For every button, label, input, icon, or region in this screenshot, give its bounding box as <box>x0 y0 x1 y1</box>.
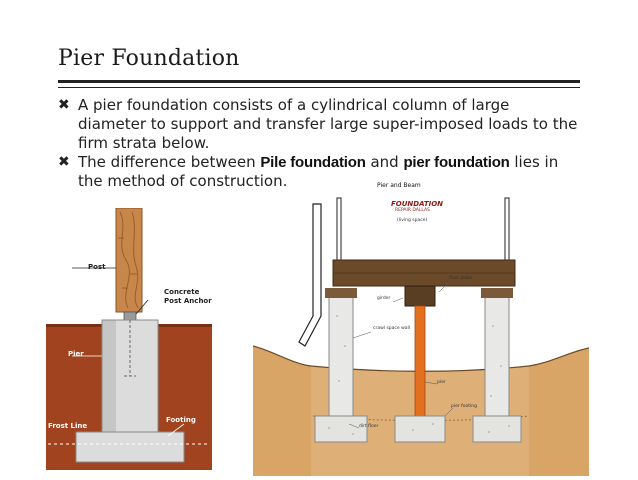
footing-center <box>394 415 446 443</box>
label-frost-line: Frost Line <box>48 422 88 430</box>
logo-name: FOUNDATION <box>391 200 444 208</box>
bullet-item: ✖ A pier foundation consists of a cylind… <box>58 96 578 153</box>
label-pier: Pier <box>68 350 84 358</box>
footing-slab <box>75 431 185 463</box>
pier-post <box>414 305 426 417</box>
ground-soil <box>253 346 313 476</box>
title-rule-thick <box>58 80 580 83</box>
diagram-title: Pier and Beam <box>377 182 421 189</box>
bullet-text: The difference between <box>78 153 261 171</box>
wood-grain <box>118 211 139 309</box>
bullet-text: A pier foundation consists of a cylindri… <box>78 96 578 152</box>
pier-and-beam-diagram: Pier and Beam FOUNDATION REPAIR DALLAS (… <box>252 176 590 476</box>
pier-shade <box>102 320 116 438</box>
bullet-text: and <box>365 153 404 171</box>
label-living-space: (living space) <box>397 218 428 223</box>
slide-title: Pier Foundation <box>58 46 240 71</box>
label-footing: Footing <box>166 416 196 424</box>
label-dirt-floor: dirt floor <box>359 424 379 429</box>
downspout-pipe <box>298 203 322 347</box>
bullet-list: ✖ A pier foundation consists of a cylind… <box>58 96 578 191</box>
keyword-pile: Pile foundation <box>260 154 366 171</box>
footing-left <box>314 415 368 443</box>
keyword-pier: pier foundation <box>403 154 510 171</box>
logo-sub: REPAIR DALLAS <box>395 208 430 213</box>
crawl-space-wall-left <box>328 295 354 417</box>
label-pier-footing: pier footing <box>451 404 477 409</box>
pier-diagram-drawing <box>46 207 212 470</box>
crawl-space-wall-right <box>484 295 510 417</box>
concrete-speckle <box>328 315 510 435</box>
pier-diagram: Post Concrete Post Anchor Pier Frost Lin… <box>44 207 224 470</box>
label-post: Post <box>88 263 106 271</box>
label-crawl-space-wall: crawl space wall <box>373 326 411 331</box>
x-mark-icon: ✖ <box>58 97 70 113</box>
bullet-text: lies in the method of construction. <box>78 153 559 190</box>
pier-and-beam-drawing <box>252 197 590 476</box>
girder <box>404 285 436 307</box>
x-mark-icon: ✖ <box>58 154 70 170</box>
label-girder: girder <box>377 296 391 301</box>
wood-post <box>116 208 142 312</box>
label-pier: pier <box>437 380 446 385</box>
label-post-anchor: Post Anchor <box>164 297 212 305</box>
title-rule-thin <box>58 87 580 88</box>
footing-right <box>472 415 522 443</box>
label-concrete: Concrete <box>164 288 200 296</box>
bullet-item: ✖ The difference between Pile foundation… <box>58 153 578 191</box>
label-floor-joists: floor joists <box>449 276 473 281</box>
post-anchor-plate <box>123 311 137 321</box>
